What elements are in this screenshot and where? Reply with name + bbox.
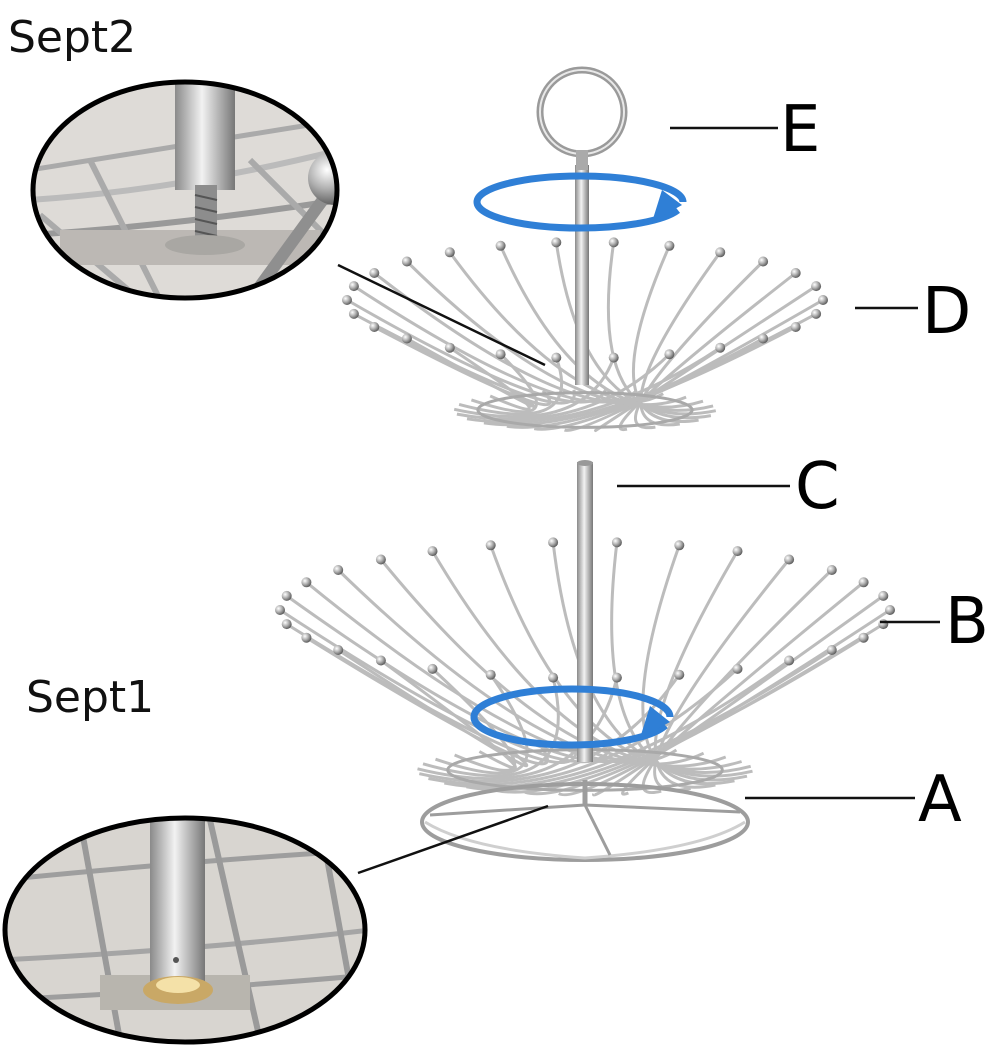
basket-ball-tip: [732, 663, 743, 674]
basket-ball-tip: [427, 663, 438, 674]
basket-ball-tip: [732, 546, 743, 557]
basket-ball-tip: [281, 619, 292, 630]
basket-ball-tip: [495, 349, 506, 360]
basket-bottom-ring: [476, 391, 694, 429]
basket-ball-tip: [858, 577, 869, 588]
basket-wire: [466, 346, 722, 424]
handle-ring-rod: [536, 66, 628, 385]
basket-ball-tip: [281, 590, 292, 601]
basket-ball-tip: [301, 577, 312, 588]
basket-ball-tip: [342, 295, 352, 305]
top-basket-ball-tips: [342, 237, 828, 363]
basket-wire: [499, 245, 714, 412]
basket-ball-tip: [826, 565, 837, 575]
bottom-basket: [275, 537, 895, 797]
rotate-arrow-icon: [473, 172, 687, 232]
basket-ball-tip: [444, 247, 455, 258]
bottom-basket-wires: [279, 542, 891, 797]
middle-rod: [577, 460, 593, 762]
basket-ball-tip: [551, 237, 562, 248]
basket-wire: [405, 260, 687, 407]
rotate-arrow-icon: [470, 685, 674, 749]
bottom-basket-ball-tips: [275, 537, 895, 683]
basket-wire: [444, 659, 790, 789]
basket-ball-tip: [715, 247, 726, 258]
basket-ball-tip: [784, 554, 795, 565]
basket-ball-tip: [551, 352, 562, 363]
basket-wire: [633, 260, 765, 430]
basket-ball-tip: [301, 632, 312, 643]
basket-ball-tip: [715, 342, 726, 353]
basket-wire: [594, 284, 817, 433]
basket-ball-tip: [790, 268, 801, 278]
basket-ball-tip: [811, 308, 822, 319]
part-label-b: B: [945, 585, 989, 659]
basket-wire: [337, 568, 705, 766]
basket-ball-tip: [878, 590, 889, 601]
basket-ball-tip: [674, 669, 685, 680]
basket-ball-tip: [485, 669, 496, 680]
basket-wire: [483, 337, 764, 427]
basket-ball-tip: [485, 540, 496, 551]
basket-ball-tip: [375, 554, 386, 565]
basket-ball-tip: [369, 268, 380, 278]
basket-wire: [506, 325, 797, 429]
basket-ball-tip: [664, 240, 675, 251]
part-label-c: C: [795, 450, 840, 524]
basket-wire: [641, 568, 833, 794]
step-1-label: Sept1: [26, 672, 155, 723]
detail-zoom-screw: [30, 79, 340, 301]
basket-wire: [489, 544, 752, 774]
basket-ball-tip: [811, 281, 822, 292]
basket-wire: [458, 357, 564, 416]
basket-ball-tip: [427, 546, 438, 557]
basket-wire: [373, 325, 552, 407]
basket-ball-tip: [495, 240, 506, 251]
step-2-label: Sept2: [8, 12, 137, 63]
basket-ball-tip: [348, 281, 359, 292]
basket-ball-tip: [858, 632, 869, 643]
basket-ball-tip: [758, 333, 769, 344]
part-label-a: A: [918, 763, 962, 837]
basket-ball-tip: [608, 352, 619, 363]
basket-ball-tip: [275, 605, 285, 615]
basket-wire: [653, 550, 739, 789]
basket-ball-tip: [784, 655, 795, 666]
basket-ball-tip: [548, 537, 559, 548]
basket-ball-tip: [333, 565, 344, 575]
basket-ball-tip: [758, 256, 769, 267]
basket-ball-tip: [333, 645, 344, 655]
basket-wire: [618, 271, 797, 432]
basket-ball-tip: [608, 237, 619, 248]
base-ring-stand: [420, 780, 750, 862]
basket-ball-tip: [548, 672, 559, 683]
basket-ball-tip: [444, 342, 455, 353]
basket-ball-tip: [826, 645, 837, 655]
basket-ball-tip: [611, 672, 622, 683]
basket-ball-tip: [878, 619, 889, 630]
basket-wire: [551, 542, 753, 778]
basket-ball-tip: [369, 322, 380, 332]
basket-wire: [422, 677, 560, 778]
basket-wire: [346, 298, 607, 404]
basket-wire: [554, 242, 717, 416]
leader-lines: [337, 126, 940, 875]
basket-ball-tip: [818, 295, 828, 305]
basket-ball-tip: [611, 537, 622, 548]
basket-ball-tip: [885, 605, 895, 615]
basket-ball-tip: [664, 349, 675, 360]
part-label-e: E: [780, 93, 821, 167]
basket-wire: [639, 251, 722, 427]
basket-ball-tip: [790, 322, 801, 332]
basket-ball-tip: [375, 655, 386, 666]
basket-ball-tip: [348, 308, 359, 319]
basket-ball-tip: [674, 540, 685, 551]
detail-zoom-base-joint: [2, 815, 368, 1045]
basket-ball-tip: [401, 256, 412, 267]
basket-ball-tip: [401, 333, 412, 344]
part-label-d: D: [922, 275, 972, 349]
basket-wire: [379, 558, 727, 768]
basket-wire: [428, 667, 739, 786]
